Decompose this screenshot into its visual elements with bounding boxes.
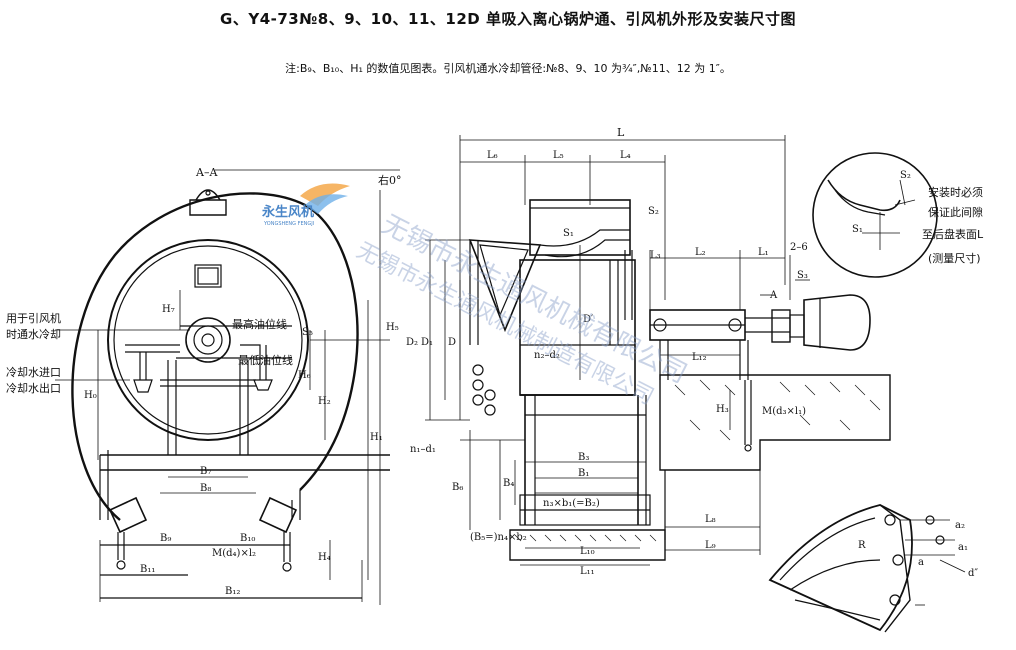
dim-b1: B₁ bbox=[578, 468, 589, 479]
dim-h0: H₀ bbox=[84, 390, 97, 401]
dim-gap: 2–6 bbox=[790, 242, 808, 253]
dim-l5: L₅ bbox=[553, 150, 564, 161]
logo-text: 永生风机 bbox=[261, 204, 314, 220]
watermark-logo: 永生风机 YONGSHENG FENGJI bbox=[261, 183, 350, 227]
dim-s2: S₂ bbox=[648, 206, 659, 217]
dim-l8: L₈ bbox=[705, 514, 716, 525]
dim-l: L bbox=[617, 126, 625, 139]
dim-b5: (B₅=)n₄×b₂ bbox=[470, 532, 527, 543]
water-inlet-label: 冷却水进口 bbox=[6, 366, 61, 379]
detail-d: d″ bbox=[968, 568, 978, 579]
watermark-line-1: 无锡市永生通风机械有限公司 bbox=[377, 210, 692, 390]
dim-d1: D₁ bbox=[421, 337, 433, 348]
detail-a: a bbox=[918, 557, 924, 568]
dim-b6: B₆ bbox=[452, 482, 463, 493]
dim-s3: S₃ bbox=[797, 270, 808, 281]
detail-text-3: 至后盘表面L bbox=[922, 227, 984, 241]
dim-b10: B₁₀ bbox=[240, 533, 255, 544]
detail-a2: a₂ bbox=[955, 520, 965, 531]
dim-n3-b1: n₃×b₁(=B₂) bbox=[543, 498, 600, 509]
right-view-shaft bbox=[649, 250, 891, 555]
detail-text-4: (测量尺寸) bbox=[928, 251, 981, 265]
dim-d-prime: D′ bbox=[583, 314, 594, 325]
section-label: A–A bbox=[195, 166, 218, 179]
detail-inlet-cone bbox=[768, 504, 966, 633]
dim-h1: H₁ bbox=[370, 432, 383, 443]
dim-m-d3: M(d₃×l₁) bbox=[762, 406, 806, 417]
dim-b12: B₁₂ bbox=[225, 586, 240, 597]
detail-s2: S₂ bbox=[900, 170, 911, 181]
middle-view-inlet bbox=[425, 135, 786, 566]
dim-s1: S₁ bbox=[563, 228, 574, 239]
water-outlet-label: 冷却水出口 bbox=[6, 381, 61, 395]
dim-l10: L₁₀ bbox=[580, 546, 595, 557]
dim-n2-d2: n₂–d₂ bbox=[534, 350, 560, 361]
dim-b7: B₇ bbox=[200, 466, 211, 477]
dim-d2: D₂ bbox=[406, 337, 418, 348]
dim-h7: H₇ bbox=[162, 304, 175, 315]
dim-h2: H₂ bbox=[318, 396, 331, 407]
watermark-text: 无锡市永生通风机械有限公司 无锡市永生通风机械制造有限公司 bbox=[352, 210, 691, 411]
rotation-label: 右0° bbox=[378, 173, 402, 187]
dim-b4: B₄ bbox=[503, 478, 514, 489]
dim-b11: B₁₁ bbox=[140, 564, 155, 575]
dim-l6: L₆ bbox=[487, 150, 498, 161]
labels: A–A 右0° 用于引风机 时通水冷却 冷却水进口 冷却水出口 最高油位线 最低… bbox=[6, 126, 984, 597]
dim-h4: H₄ bbox=[318, 552, 331, 563]
dim-m-d4: M(d₄)×l₂ bbox=[212, 548, 256, 559]
dim-n1-d1: n₁–d₁ bbox=[410, 444, 436, 455]
drawing-note: 注:B₉、B₁₀、H₁ 的数值见图表。引风机通水冷却管径:№8、9、10 为¾″… bbox=[285, 62, 731, 75]
view-arrow-a: A bbox=[769, 290, 778, 301]
dim-h3: H₃ bbox=[716, 404, 729, 415]
dim-l11: L₁₁ bbox=[580, 566, 595, 577]
dim-l12: L₁₂ bbox=[692, 352, 707, 363]
dim-l1: L₁ bbox=[758, 247, 769, 258]
cooling-callout-1: 用于引风机 bbox=[6, 311, 61, 325]
dim-l3: L₃ bbox=[650, 250, 661, 261]
oil-max-label: 最高油位线 bbox=[232, 317, 287, 331]
page-title: G、Y4-73№8、9、10、11、12D 单吸入离心锅炉通、引风机外形及安装尺… bbox=[220, 10, 796, 28]
dim-l9: L₉ bbox=[705, 540, 716, 551]
dim-b8: B₈ bbox=[200, 483, 211, 494]
dim-l4: L₄ bbox=[620, 150, 631, 161]
detail-r: R bbox=[858, 540, 866, 551]
detail-s1: S₁ bbox=[852, 224, 863, 235]
dim-d: D bbox=[448, 337, 456, 348]
dim-b9: B₉ bbox=[160, 533, 171, 544]
dim-h6: H₆ bbox=[298, 370, 311, 381]
detail-text-1: 安装时必须 bbox=[928, 185, 983, 199]
oil-min-label: 最低油位线 bbox=[238, 353, 293, 367]
detail-text-2: 保证此间隙 bbox=[928, 205, 983, 219]
left-view-volute bbox=[55, 169, 400, 605]
detail-a1: a₁ bbox=[958, 542, 968, 553]
dim-h5: H₅ bbox=[386, 322, 399, 333]
dim-l2: L₂ bbox=[695, 247, 706, 258]
cooling-callout-2: 时通水冷却 bbox=[6, 328, 61, 341]
logo-subtext: YONGSHENG FENGJI bbox=[263, 221, 314, 227]
dim-s5: S₅ bbox=[302, 327, 313, 338]
detail-clearance bbox=[812, 152, 938, 278]
dim-b3: B₃ bbox=[578, 452, 589, 463]
